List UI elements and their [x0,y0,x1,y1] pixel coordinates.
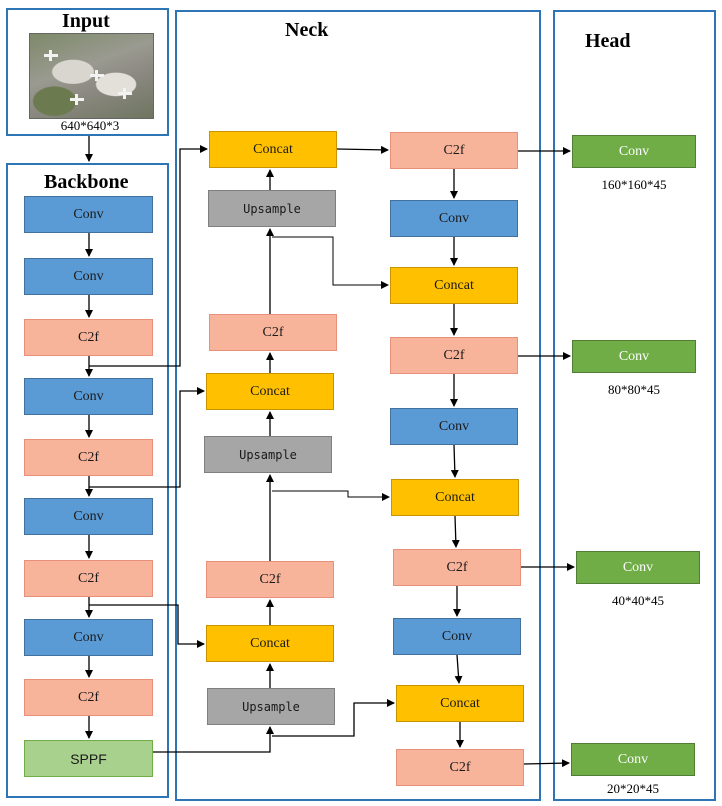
neck-conv-right-1: Conv [390,200,518,237]
backbone-c2f-4: C2f [24,679,153,716]
arrow-r-8 [454,654,463,684]
arrow-tap-c2f3-concat-bottom [89,604,205,648]
neck-conv-right-2: Conv [390,408,518,445]
arrow-concat-top-c2f-right-1 [336,145,389,154]
input-aerial-image [29,33,154,119]
backbone-title: Backbone [44,171,129,193]
backbone-c2f-2: C2f [24,439,153,476]
neck-concat-right-2: Concat [391,479,519,516]
arrow-left2-concat-right-2 [272,490,390,501]
arrow-r-5 [450,444,459,478]
backbone-c2f-1: C2f [24,319,153,356]
head-size-4: 20*20*45 [607,781,659,796]
backbone-conv-5: Conv [24,619,153,656]
head-conv-1: Conv [572,135,696,168]
neck-c2f-left-2: C2f [206,561,334,598]
arrow-neck-head-4 [523,759,570,768]
head-conv-2: Conv [572,340,696,373]
arrow-left1-concat-right-1 [272,236,389,289]
neck-c2f-right-1: C2f [390,132,518,169]
arrow-tap-c2f2-concat-mid [89,387,205,488]
head-size-1: 160*160*45 [601,177,667,192]
head-size-2: 80*80*45 [608,382,660,397]
head-panel [553,10,716,801]
neck-c2f-left-1: C2f [209,314,337,351]
neck-panel [175,10,541,801]
input-panel [6,8,169,136]
neck-concat-mid: Concat [206,373,334,410]
head-size-3: 40*40*45 [612,593,664,608]
neck-concat-bottom: Concat [206,625,334,662]
arrow-r-6 [451,515,460,548]
neck-concat-right-3: Concat [396,685,524,722]
backbone-sppf: SPPF [24,740,153,777]
backbone-panel [6,163,169,798]
neck-upsample-mid: Upsample [204,436,332,473]
backbone-conv-4: Conv [24,498,153,535]
neck-title: Neck [285,19,329,41]
head-title: Head [585,30,631,52]
neck-c2f-right-2: C2f [390,337,518,374]
neck-upsample-bottom: Upsample [207,688,335,725]
backbone-conv-3: Conv [24,378,153,415]
arrow-tap-c2f1-concat-top [89,145,208,367]
neck-concat-top: Concat [209,131,337,168]
backbone-conv-2: Conv [24,258,153,295]
input-size-label: 640*640*3 [60,118,120,133]
neck-concat-right-1: Concat [390,267,518,304]
backbone-c2f-3: C2f [24,560,153,597]
neck-conv-right-3: Conv [393,618,521,655]
neck-upsample-top: Upsample [208,190,336,227]
head-conv-3: Conv [576,551,700,584]
arrow-sppf-upsample [153,726,274,753]
head-conv-4: Conv [571,743,695,776]
neck-c2f-right-3: C2f [393,549,521,586]
backbone-conv-1: Conv [24,196,153,233]
arrow-left3-concat-right-3 [272,699,395,737]
neck-c2f-right-4: C2f [396,749,524,786]
input-title: Input [62,10,110,32]
